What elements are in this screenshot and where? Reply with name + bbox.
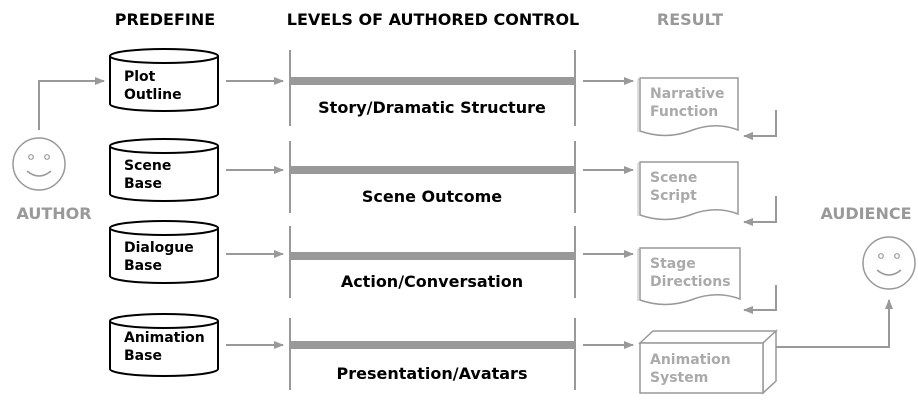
scene-base-label-line2: Base (124, 176, 162, 192)
level-bar (290, 77, 575, 85)
narrative-function-line2: Function (650, 104, 718, 120)
animation-system-box: Animation System (638, 329, 778, 395)
dialogue-base-label-line2: Base (124, 258, 162, 274)
animation-system-line2: System (650, 370, 708, 386)
scene-script-line1: Scene (650, 170, 697, 186)
animation-base-label-line1: Animation (124, 330, 205, 346)
level-label-presentation: Presentation/Avatars (337, 364, 528, 383)
predefine-header: PREDEFINE (115, 10, 215, 29)
stage-directions-line1: Stage (650, 256, 696, 272)
plot-outline-label-line1: Plot (124, 69, 156, 85)
plot-outline-label-line2: Outline (124, 87, 182, 103)
narrative-function-document: Narrative Function (637, 77, 739, 137)
author-smiley-icon (12, 137, 66, 191)
scene-base-label-line1: Scene (124, 158, 171, 174)
system-to-audience-arrow (776, 299, 893, 348)
scene-script-document: Scene Script (637, 161, 739, 221)
audience-smiley-icon (862, 236, 916, 290)
levels-header: LEVELS OF AUTHORED CONTROL (287, 10, 579, 29)
stage-directions-line2: Directions (650, 274, 731, 290)
animation-system-line1: Animation (650, 352, 731, 368)
stage-directions-document: Stage Directions (637, 247, 741, 306)
level-bar (290, 341, 575, 349)
result-header: RESULT (657, 10, 723, 29)
author-to-plot-arrow (38, 77, 105, 130)
scene-return-arrow (743, 196, 777, 226)
dialogue-base-database: Dialogue Base (109, 220, 219, 284)
level-bar (290, 166, 575, 174)
level-label-action: Action/Conversation (341, 272, 523, 291)
scene-base-database: Scene Base (109, 138, 219, 202)
dialogue-base-label-line1: Dialogue (124, 240, 194, 256)
level-bar (290, 252, 575, 260)
plot-outline-database: Plot Outline (109, 48, 219, 112)
stage-return-arrow (743, 285, 777, 314)
level-label-scene: Scene Outcome (362, 187, 502, 206)
narrative-function-line1: Narrative (650, 86, 725, 102)
audience-label: AUDIENCE (820, 204, 911, 223)
level-label-story: Story/Dramatic Structure (318, 98, 546, 117)
author-label: AUTHOR (16, 204, 91, 223)
narrative-return-arrow (743, 110, 777, 140)
scene-script-line2: Script (650, 188, 697, 204)
animation-base-database: Animation Base (109, 313, 219, 377)
animation-base-label-line2: Base (124, 348, 162, 364)
